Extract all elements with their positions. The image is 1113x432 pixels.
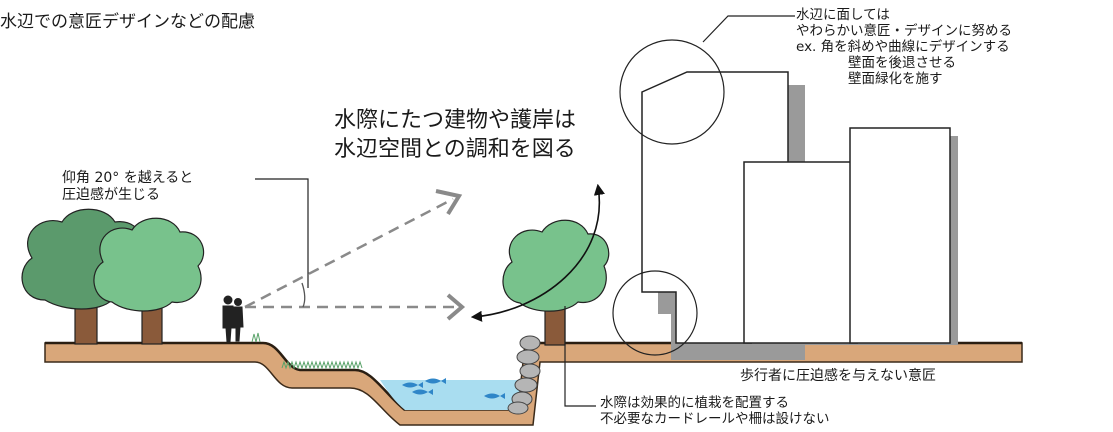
highlight-corner-top	[619, 39, 725, 145]
planting-note-line-1: 水際は効果的に植栽を配置する	[600, 395, 789, 411]
elevation-note-line-2: 圧迫感が生じる	[62, 186, 160, 203]
facade-note: 水辺に面しては やわらかい意匠・デザインに努める ex. 角を斜めや曲線にデザイ…	[796, 7, 1012, 88]
leader-elevation	[255, 178, 309, 288]
fish	[412, 389, 433, 395]
pedestrian-note: 歩行者に圧迫感を与えない意匠	[740, 368, 936, 384]
building-short	[849, 127, 958, 345]
diagram-title: 水辺での意匠デザインなどの配慮	[0, 12, 255, 32]
elevation-note: 仰角 20° を越えると 圧迫感が生じる	[62, 170, 193, 204]
heading-line-1: 水際にたつ建物や護岸は	[334, 108, 577, 133]
sight-arrowhead-upper	[435, 189, 463, 216]
fish	[402, 382, 423, 388]
fish	[425, 378, 446, 384]
facade-note-line-5: 壁面緑化を施す	[848, 70, 943, 87]
pedestrians	[222, 295, 244, 343]
ground-surface-line	[45, 341, 406, 411]
fish-group	[402, 378, 505, 399]
facade-note-line-3: ex. 角を斜めや曲線にデザインする	[796, 38, 1010, 55]
facade-note-line-4: 壁面を後退させる	[848, 54, 956, 71]
facade-note-line-2: やわらかい意匠・デザインに努める	[796, 22, 1012, 39]
stone-revetment	[507, 335, 541, 415]
planting-note-line-2: 不必要なカードレールや柵は設けない	[600, 410, 830, 427]
fish	[484, 393, 505, 399]
leader-facade	[702, 15, 795, 43]
main-heading: 水際にたつ建物や護岸は 水辺空間との調和を図る	[334, 106, 576, 164]
elevation-note-line-1: 仰角 20° を越えると	[62, 170, 194, 186]
facade-note-line-1: 水辺に面しては	[796, 7, 890, 23]
planting-note: 水際は効果的に植栽を配置する 不必要なカードレールや柵は設けない	[600, 395, 830, 428]
leader-planting	[564, 306, 596, 407]
sight-arrowhead-level	[446, 293, 466, 321]
highlight-corner-bottom	[612, 270, 698, 356]
river-water	[380, 380, 520, 410]
tree-left-2	[93, 217, 205, 345]
heading-line-2: 水辺空間との調和を図る	[334, 137, 576, 163]
grass	[251, 332, 363, 370]
sight-lines	[244, 197, 455, 309]
elevation-angle-arc	[301, 282, 306, 308]
curved-double-arrow	[470, 183, 605, 322]
